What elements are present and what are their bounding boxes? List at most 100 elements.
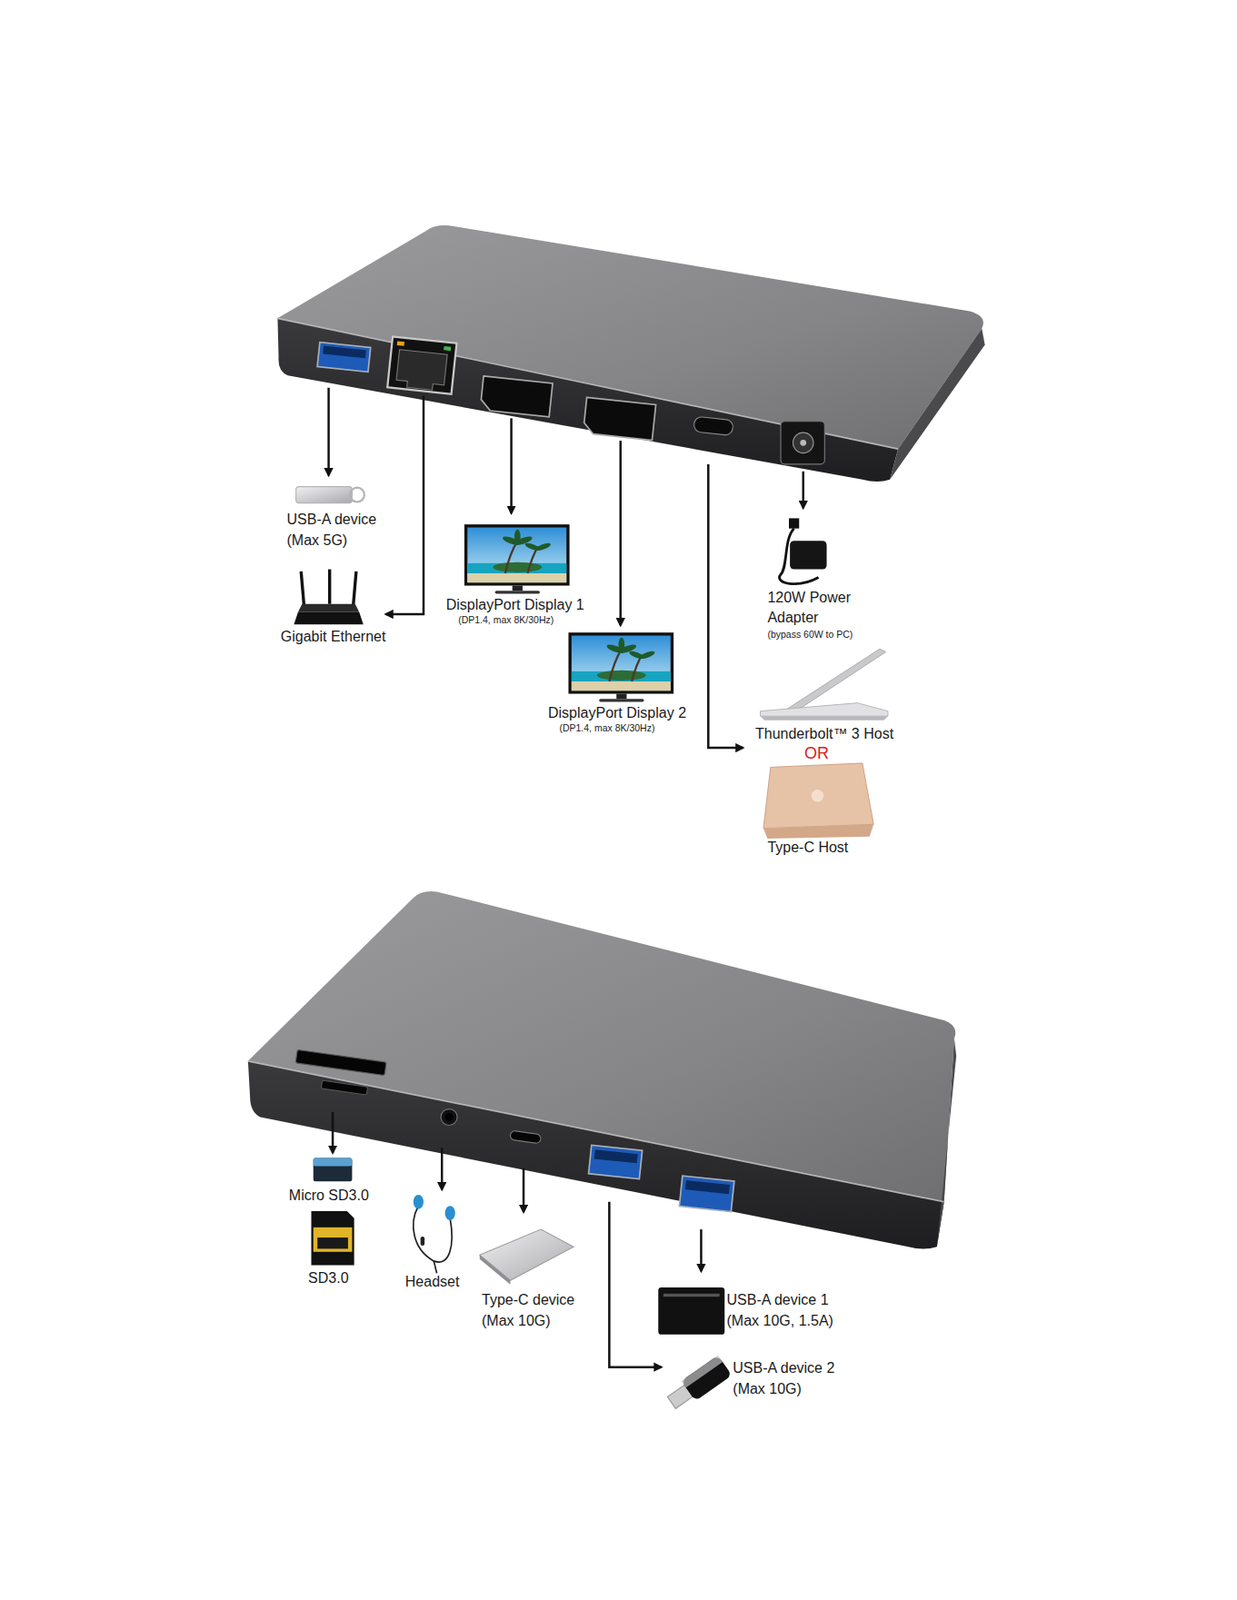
device-label: Micro SD3.0 xyxy=(289,1185,370,1208)
device-label: Headset xyxy=(405,1271,460,1294)
usb-a-port xyxy=(317,342,371,373)
laptop-icon xyxy=(760,648,888,721)
scaled-art xyxy=(248,225,986,1414)
leader-arrow xyxy=(801,471,804,509)
headset-icon xyxy=(413,1195,456,1274)
leader-arrow xyxy=(608,1202,661,1368)
headset-cable xyxy=(433,1261,437,1274)
device-label: USB-A device 2 (Max 10G) xyxy=(732,1357,856,1400)
dc-jack-ring xyxy=(792,432,813,453)
microsd-slot xyxy=(320,1080,368,1096)
leader-arrow xyxy=(331,1112,334,1154)
rj45-led xyxy=(443,346,451,351)
leader-arrow xyxy=(699,1229,702,1272)
microsd-icon xyxy=(313,1157,353,1182)
router-antenna xyxy=(300,571,304,608)
router-antenna xyxy=(353,571,357,608)
monitor-icon xyxy=(464,524,570,594)
device-label: SD3.0 xyxy=(308,1267,349,1290)
ethernet-port xyxy=(387,336,457,394)
device-label: Gigabit Ethernet xyxy=(280,626,387,649)
usb-stick-icon xyxy=(296,487,365,504)
ssd-body xyxy=(658,1287,725,1336)
microsd-card xyxy=(313,1157,353,1182)
ssd-icon xyxy=(658,1287,725,1336)
laptop-deck xyxy=(760,703,888,718)
dock-side-face xyxy=(889,329,985,480)
spec-note: (DP1.4, max 8K/30Hz) xyxy=(558,722,655,735)
dock-rear xyxy=(277,225,985,482)
device-label: DisplayPort Display 1 xyxy=(446,594,585,617)
device-label: DisplayPort Display 2 xyxy=(548,702,687,725)
usb-a-tongue xyxy=(594,1149,639,1164)
microsd-band xyxy=(313,1157,353,1167)
leader-arrow xyxy=(509,418,512,513)
sd-card xyxy=(310,1211,354,1267)
portable-ssd xyxy=(479,1229,574,1281)
usb-a-port xyxy=(678,1176,734,1212)
usb-stick-body xyxy=(680,1356,732,1402)
device-label: USB-A device 1 (Max 10G, 1.5A) xyxy=(727,1289,850,1332)
router-top xyxy=(298,604,360,613)
monitor-icon xyxy=(568,632,674,702)
adapter-brick xyxy=(789,540,827,569)
leader-arrow xyxy=(385,396,424,615)
displayport-port xyxy=(479,376,553,418)
displayport-port xyxy=(583,397,657,440)
dock-top-surface xyxy=(248,891,956,1203)
rj45-opening xyxy=(395,349,448,392)
earbud xyxy=(445,1206,456,1221)
router-antenna xyxy=(328,569,331,605)
dock-side-face xyxy=(937,1038,957,1247)
usb-c-port xyxy=(693,416,734,436)
device-label: Type-C device (Max 10G) xyxy=(481,1289,600,1332)
laptop-lid xyxy=(783,648,886,711)
rj45-port xyxy=(387,336,457,394)
power-adapter-icon xyxy=(779,518,828,584)
usb-stick-ring xyxy=(349,488,365,503)
spec-note: (DP1.4, max 8K/30Hz) xyxy=(458,614,554,627)
sd-card-band xyxy=(313,1227,353,1253)
leader-arrows xyxy=(329,388,804,749)
displayport-port xyxy=(583,397,657,440)
device-label: USB-A device (Max 5G) xyxy=(287,508,406,552)
displayport-port xyxy=(479,376,553,418)
usb-a-port xyxy=(588,1145,643,1179)
device-label: 120W Power Adapter xyxy=(767,588,872,629)
leader-arrow xyxy=(440,1147,443,1190)
usb-a-tongue xyxy=(685,1180,730,1195)
usb-a-port xyxy=(588,1145,643,1179)
sd-card-plate xyxy=(317,1237,349,1249)
audio-jack xyxy=(440,1109,458,1127)
gold-laptop-lid xyxy=(763,763,874,829)
device-label: Type-C Host xyxy=(767,837,848,859)
dock-front xyxy=(248,891,957,1249)
leader-arrow xyxy=(327,388,330,477)
ssd-stripe xyxy=(663,1294,720,1297)
adapter-plug xyxy=(788,518,799,529)
portable-ssd-icon xyxy=(479,1229,574,1286)
logo-mark xyxy=(811,789,824,802)
dock-top-surface xyxy=(277,225,983,449)
router-icon xyxy=(293,569,363,626)
spec-note: (bypass 60W to PC) xyxy=(767,628,853,641)
leader-arrows xyxy=(332,1112,701,1368)
usb-c-port xyxy=(509,1130,542,1145)
usb-a-port xyxy=(317,342,371,373)
headset-mic xyxy=(420,1237,425,1247)
leader-arrow xyxy=(618,440,621,626)
or-note: OR xyxy=(804,743,829,764)
dock-front-face xyxy=(277,318,898,482)
rj45-led xyxy=(397,340,405,346)
gold-laptop-base xyxy=(763,824,874,839)
usb-stick-body xyxy=(296,487,353,504)
dock-edge xyxy=(248,1061,945,1203)
usb-a-tongue xyxy=(322,345,367,359)
usb-stick-icon xyxy=(664,1356,732,1414)
dc-jack xyxy=(780,421,825,465)
sd-slot xyxy=(295,1049,387,1076)
device-label: Thunderbolt™ 3 Host xyxy=(755,723,894,746)
